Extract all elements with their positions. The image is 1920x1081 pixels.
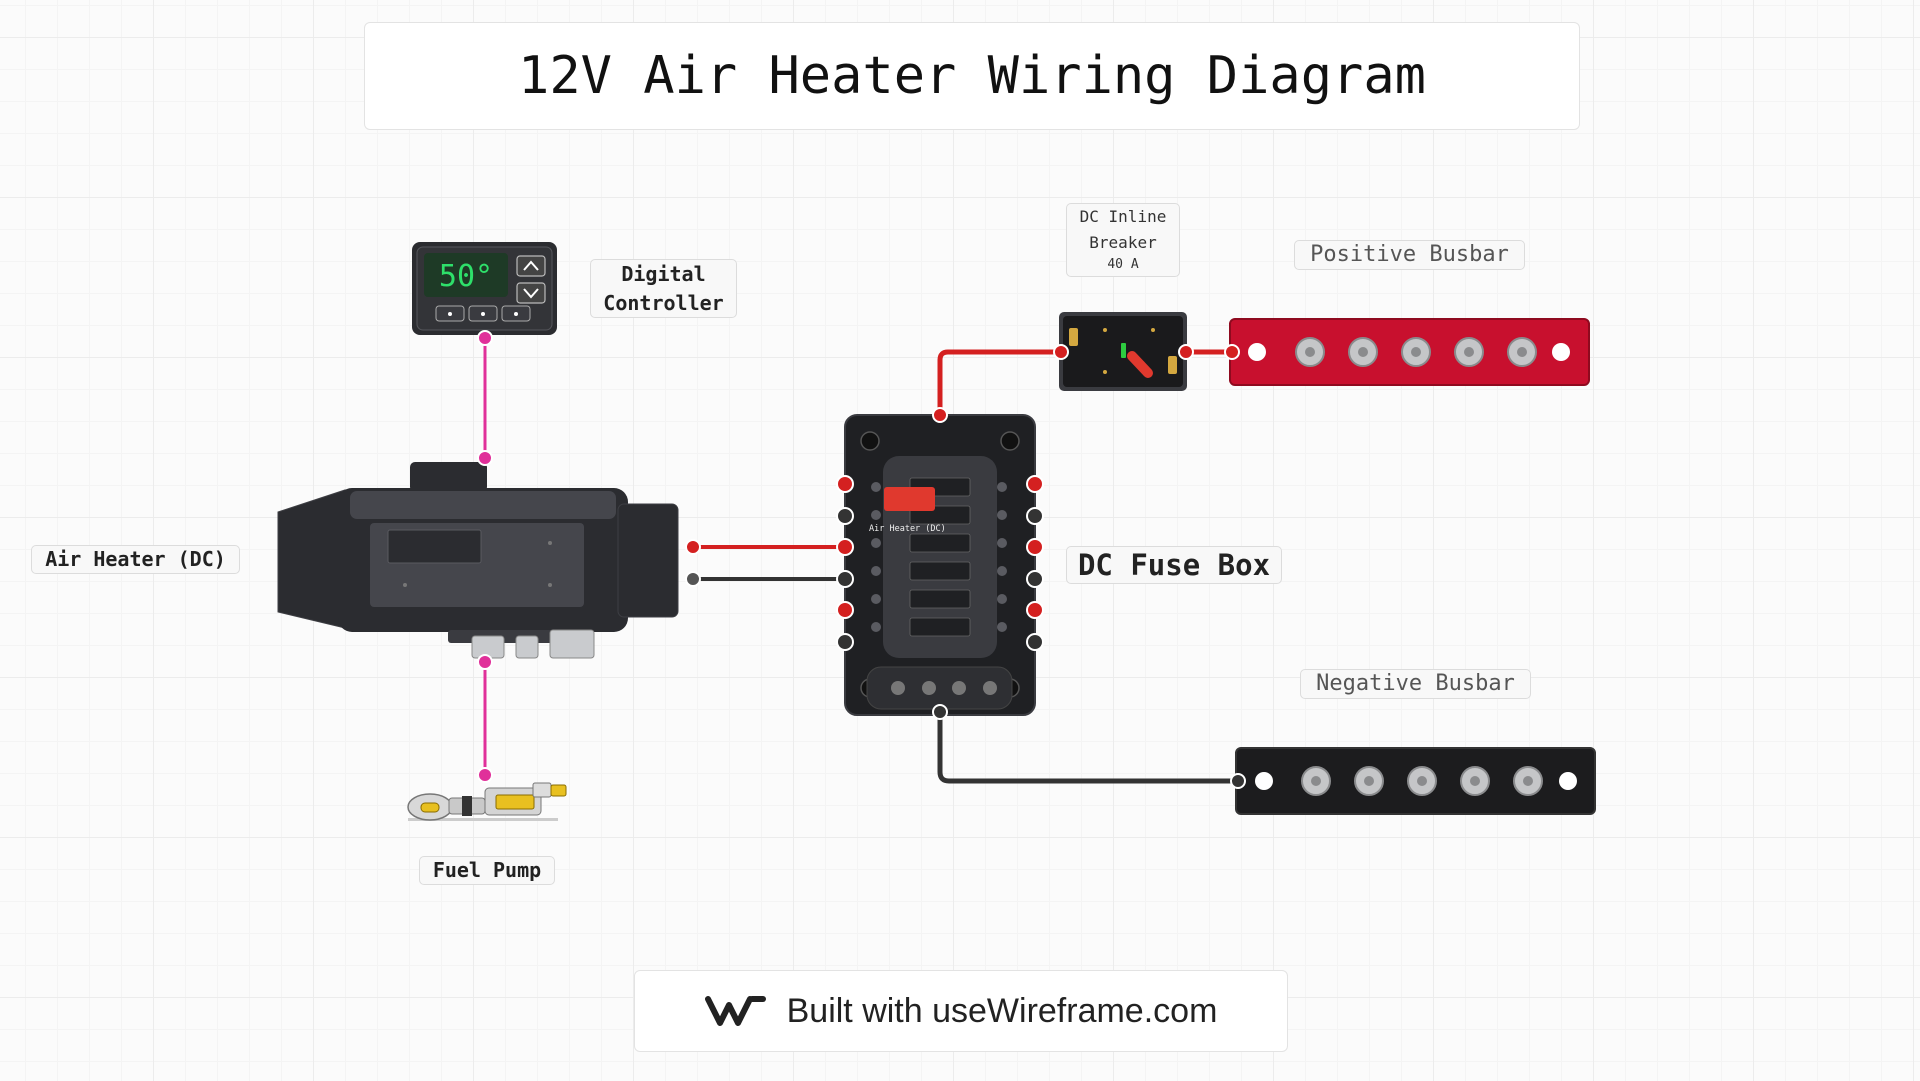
negative-busbar[interactable] (1230, 747, 1596, 815)
negative-busbar-port[interactable] (1230, 773, 1246, 789)
digital-controller[interactable]: 50° (412, 242, 557, 346)
controller-port[interactable] (477, 330, 493, 346)
digital-controller-label: Digital Controller (590, 259, 737, 318)
digital-controller-label-line2: Controller (603, 291, 724, 315)
fuse-slot-label: Air Heater (DC) (869, 524, 946, 534)
positive-wire-fusebox-breaker (937, 349, 1060, 415)
negative-wire-fusebox-busbar (937, 712, 1238, 784)
fuel-pump[interactable] (407, 767, 567, 821)
dc-inline-breaker[interactable] (1053, 312, 1194, 391)
positive-busbar-port[interactable] (1224, 344, 1240, 360)
chevron-down-icon (523, 288, 539, 299)
chevron-up-icon (523, 260, 539, 271)
controller-display-readout: 50° (439, 259, 493, 294)
footer-text: Built with useWireframe.com (786, 991, 1218, 1030)
heater-positive-port[interactable] (685, 539, 701, 555)
heater-negative-port[interactable] (685, 571, 701, 587)
heater-signal-port-bottom[interactable] (477, 654, 493, 670)
fuel-pump-port[interactable] (477, 767, 493, 783)
negative-busbar-label: Negative Busbar (1300, 669, 1531, 699)
air-heater[interactable] (277, 450, 701, 670)
breaker-lever[interactable] (1127, 351, 1153, 378)
wireframe-logo-icon (704, 996, 766, 1026)
breaker-rating: 40 A (1107, 257, 1139, 272)
breaker-label-line1: DC Inline (1079, 207, 1167, 226)
breaker-output-port[interactable] (1178, 344, 1194, 360)
controller-down-button[interactable] (516, 282, 546, 304)
air-heater-label: Air Heater (DC) (31, 545, 240, 574)
breaker-label: DC Inline Breaker 40 A (1066, 203, 1180, 277)
diagram-title: 12V Air Heater Wiring Diagram (364, 22, 1580, 130)
fusebox-positive-input-port[interactable] (932, 407, 948, 423)
heater-signal-port-top[interactable] (477, 450, 493, 466)
fuel-pump-label: Fuel Pump (419, 856, 555, 885)
positive-busbar-label: Positive Busbar (1294, 240, 1525, 270)
digital-controller-label-line1: Digital (621, 262, 706, 286)
heater-fuse[interactable] (884, 487, 935, 511)
fusebox-negative-output-port[interactable] (932, 704, 948, 720)
dc-fuse-box-label: DC Fuse Box (1066, 546, 1282, 584)
positive-busbar[interactable] (1224, 318, 1590, 386)
breaker-label-line2: Breaker (1089, 233, 1157, 252)
breaker-input-port[interactable] (1053, 344, 1069, 360)
footer-badge[interactable]: Built with useWireframe.com (634, 970, 1288, 1052)
dc-fuse-box[interactable]: Air Heater (DC) (836, 407, 1044, 720)
controller-up-button[interactable] (516, 255, 546, 277)
